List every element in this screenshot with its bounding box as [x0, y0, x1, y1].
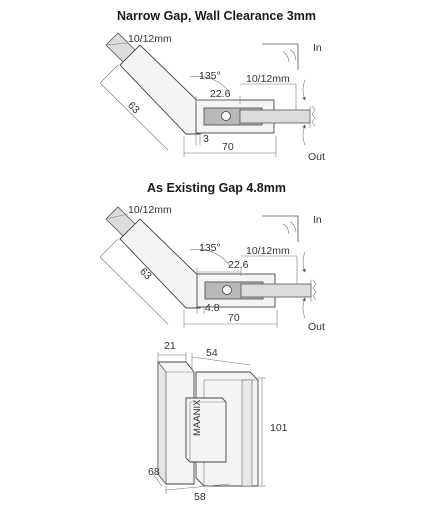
- diagram-2-in-label: In: [313, 214, 322, 226]
- diagram-3-dim-bottom: 58: [194, 491, 206, 503]
- diagram-1-angle-label: 135°: [199, 70, 221, 82]
- diagram-1-pivot: [221, 111, 231, 121]
- diagram-1-dim-width: 70: [222, 141, 234, 153]
- diagram-2-out-label: Out: [308, 321, 325, 333]
- diagram-2-glass-left-label: 10/12mm: [128, 204, 172, 216]
- diagram-2-dim-top: 22.6: [228, 259, 249, 271]
- diagram-3-center-leaf: [185, 397, 227, 463]
- diagram-1-in-label: In: [313, 42, 322, 54]
- diagram-2-dim-width: 70: [228, 312, 240, 324]
- diagram-3-dim-height: 101: [270, 422, 288, 434]
- diagram-1-glass-straight: [239, 109, 311, 124]
- diagram-1-glass-right-label: 10/12mm: [246, 73, 290, 85]
- diagram-2: 63 10/12mm 135° 22.6 10/12mm 4.8 70 In O…: [99, 204, 325, 333]
- diagram-3-dim-plate: 54: [206, 347, 218, 359]
- diagram-3-dim-depth-top: 21: [164, 340, 176, 352]
- diagram-2-dim-gap: 4.8: [205, 302, 220, 314]
- diagram-1-dim-top: 22.6: [210, 88, 231, 100]
- diagram-2-glass-right-label: 10/12mm: [246, 245, 290, 257]
- diagram-1: 63 10/12mm 135° 22.6 10/12mm 3 70 In Out: [99, 32, 325, 163]
- diagram-3: MAANIX 21 54 101 68 58: [148, 340, 288, 503]
- diagram-2-angle-label: 135°: [199, 242, 221, 254]
- diagram-3-engraving: MAANIX: [192, 399, 203, 436]
- diagram-1-dim-gap: 3: [203, 133, 209, 145]
- diagram-1-title: Narrow Gap, Wall Clearance 3mm: [117, 9, 316, 23]
- diagram-2-glass-straight: [240, 283, 312, 298]
- diagram-3-dim-side: 68: [148, 466, 160, 478]
- diagram-2-pivot: [222, 285, 232, 295]
- diagram-1-dim-leg: 63: [125, 100, 142, 117]
- diagram-1-glass-left-label: 10/12mm: [128, 33, 172, 45]
- diagram-2-title: As Existing Gap 4.8mm: [147, 181, 286, 195]
- diagram-1-out-label: Out: [308, 151, 325, 163]
